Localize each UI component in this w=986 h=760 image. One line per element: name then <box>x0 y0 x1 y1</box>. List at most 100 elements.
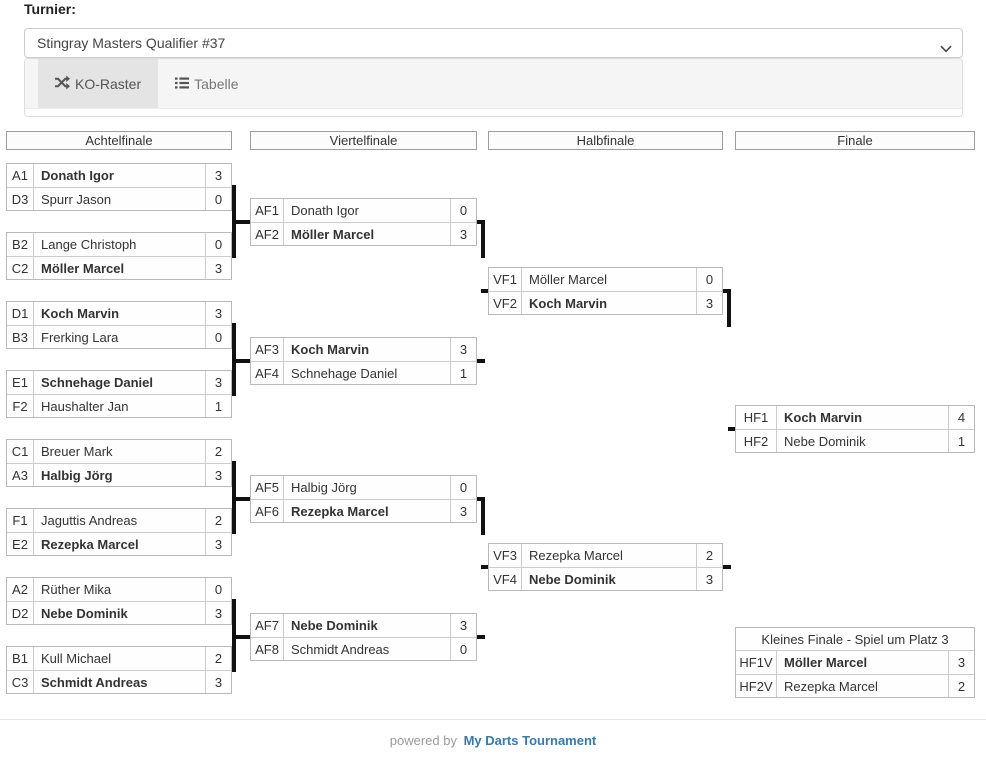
player-row: B1 Kull Michael 2 <box>7 647 231 670</box>
player-row: D2 Nebe Dominik 3 <box>7 601 231 624</box>
player-seed: AF2 <box>251 223 284 245</box>
player-row: B2 Lange Christoph 0 <box>7 233 231 256</box>
player-score: 3 <box>696 568 722 590</box>
tab-panel: KO-Raster Tabelle <box>24 58 963 117</box>
player-name: Schmidt Andreas <box>291 642 390 657</box>
player-seed: D2 <box>7 602 34 624</box>
round-header: Finale <box>735 131 975 150</box>
list-icon <box>175 76 190 92</box>
player-seed: A2 <box>7 578 34 601</box>
player-row: AF6 Rezepka Marcel 3 <box>251 499 476 522</box>
player-name: Möller Marcel <box>529 272 608 287</box>
player-name: Rezepka Marcel <box>784 679 878 694</box>
player-seed: VF4 <box>489 568 522 590</box>
player-name: Schnehage Daniel <box>41 375 153 390</box>
bracket-match: B1 Kull Michael 2 C3 Schmidt Andreas 3 <box>6 646 232 694</box>
connector-line <box>477 635 485 639</box>
player-row: A2 Rüther Mika 0 <box>7 578 231 601</box>
bracket-match: D1 Koch Marvin 3 B3 Frerking Lara 0 <box>6 301 232 349</box>
connector-line <box>728 427 735 431</box>
player-seed: D3 <box>7 188 34 210</box>
ko-bracket: Achtelfinale A1 Donath Igor 3 D3 Spurr J… <box>6 131 980 713</box>
player-row: AF4 Schnehage Daniel 1 <box>251 361 476 384</box>
player-row: VF3 Rezepka Marcel 2 <box>489 544 722 567</box>
player-score: 0 <box>450 476 476 499</box>
tab-bar: KO-Raster Tabelle <box>25 59 962 109</box>
player-name: Breuer Mark <box>41 444 113 459</box>
player-score: 4 <box>948 406 974 429</box>
round-title: Achtelfinale <box>85 133 153 148</box>
tab-label: Tabelle <box>194 75 239 92</box>
player-name: Möller Marcel <box>784 655 868 670</box>
player-seed: E1 <box>7 371 34 394</box>
player-score: 2 <box>696 544 722 567</box>
bracket-match: VF3 Rezepka Marcel 2 VF4 Nebe Dominik 3 <box>488 543 723 591</box>
connector-line <box>481 289 488 293</box>
bracket-match: AF5 Halbig Jörg 0 AF6 Rezepka Marcel 3 <box>250 475 477 523</box>
tournament-select-wrap: Stingray Masters Qualifier #37 <box>24 28 963 58</box>
player-row: C1 Breuer Mark 2 <box>7 440 231 463</box>
player-score: 3 <box>205 602 231 624</box>
tournament-select[interactable]: Stingray Masters Qualifier #37 <box>24 28 963 58</box>
tab-tabelle[interactable]: Tabelle <box>158 59 255 108</box>
player-row: AF1 Donath Igor 0 <box>251 199 476 222</box>
player-seed: AF4 <box>251 362 284 384</box>
player-score: 2 <box>205 440 231 463</box>
player-seed: F1 <box>7 509 34 532</box>
player-row: E1 Schnehage Daniel 3 <box>7 371 231 394</box>
tab-ko-raster[interactable]: KO-Raster <box>38 59 159 108</box>
player-name: Schmidt Andreas <box>41 675 148 690</box>
player-name: Nebe Dominik <box>291 618 378 633</box>
player-score: 3 <box>205 371 231 394</box>
bracket-match: F1 Jaguttis Andreas 2 E2 Rezepka Marcel … <box>6 508 232 556</box>
player-seed: VF2 <box>489 292 522 314</box>
player-score: 3 <box>450 338 476 361</box>
bracket-match: HF1 Koch Marvin 4 HF2 Nebe Dominik 1 <box>735 405 975 453</box>
player-seed: AF5 <box>251 476 284 499</box>
player-row: AF5 Halbig Jörg 0 <box>251 476 476 499</box>
player-name: Frerking Lara <box>41 330 119 345</box>
connector-line <box>727 291 731 327</box>
player-name: Koch Marvin <box>784 410 863 425</box>
bracket-match: VF1 Möller Marcel 0 VF2 Koch Marvin 3 <box>488 267 723 315</box>
player-score: 2 <box>205 647 231 670</box>
player-seed: VF3 <box>489 544 522 567</box>
player-seed: AF6 <box>251 500 284 522</box>
round-header: Achtelfinale <box>6 131 232 150</box>
player-seed: D1 <box>7 302 34 325</box>
powered-by-link[interactable]: My Darts Tournament <box>463 733 597 748</box>
player-name: Rüther Mika <box>41 582 112 597</box>
player-score: 0 <box>205 233 231 256</box>
player-seed: HF1V <box>736 651 777 674</box>
player-seed: HF2 <box>736 430 777 452</box>
player-score: 0 <box>450 199 476 222</box>
connector-line <box>236 220 250 224</box>
player-row: HF2 Nebe Dominik 1 <box>736 429 974 452</box>
connector-line <box>232 461 236 534</box>
player-row: B3 Frerking Lara 0 <box>7 325 231 348</box>
tab-label: KO-Raster <box>75 75 142 92</box>
player-score: 0 <box>205 188 231 210</box>
player-name: Halbig Jörg <box>41 468 113 483</box>
player-seed: A1 <box>7 164 34 187</box>
player-seed: B2 <box>7 233 34 256</box>
player-seed: B1 <box>7 647 34 670</box>
player-score: 2 <box>205 509 231 532</box>
player-name: Donath Igor <box>291 203 359 218</box>
player-score: 3 <box>450 223 476 245</box>
player-row: VF4 Nebe Dominik 3 <box>489 567 722 590</box>
connector-line <box>232 185 236 258</box>
connector-line <box>477 359 485 363</box>
player-name: Nebe Dominik <box>784 434 866 449</box>
player-name: Spurr Jason <box>41 192 112 207</box>
player-row: C3 Schmidt Andreas 3 <box>7 670 231 693</box>
player-score: 3 <box>205 533 231 555</box>
connector-line <box>481 499 485 535</box>
player-score: 0 <box>205 578 231 601</box>
connector-line <box>236 359 250 363</box>
connector-line <box>481 565 488 569</box>
round-title: Viertelfinale <box>329 133 398 148</box>
player-name: Möller Marcel <box>291 227 375 242</box>
player-row: D3 Spurr Jason 0 <box>7 187 231 210</box>
connector-line <box>236 635 250 639</box>
